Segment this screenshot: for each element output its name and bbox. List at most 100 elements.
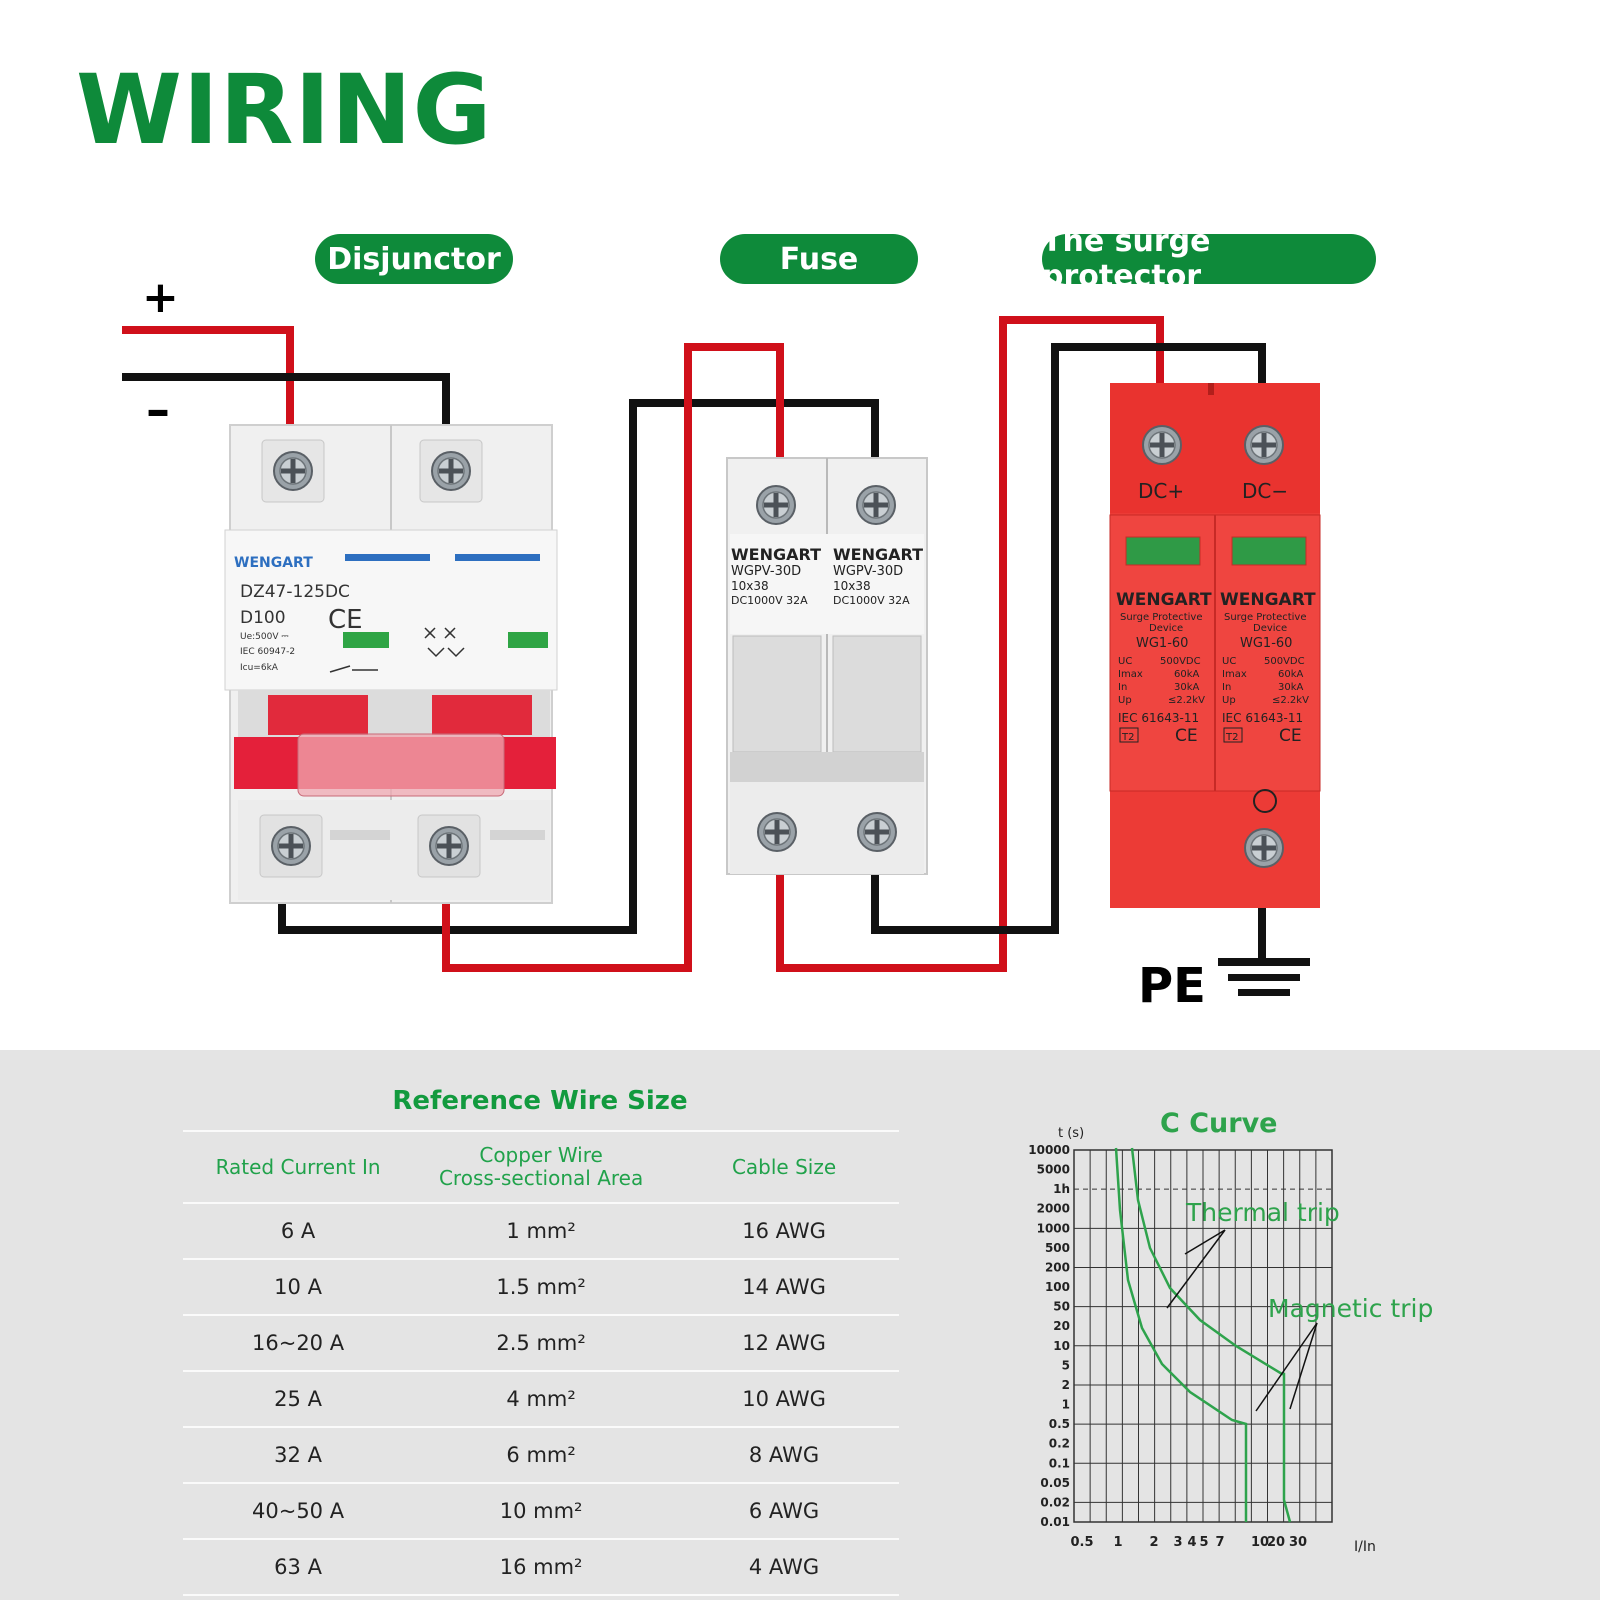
cell-current: 10 A: [183, 1259, 414, 1316]
fuse-rating-left: DC1000V 32A: [731, 594, 808, 607]
x-tick-label: 10: [1251, 1535, 1269, 1550]
spd-spec-key-right: Imax: [1222, 669, 1247, 680]
y-tick-label: 20: [1053, 1319, 1070, 1333]
spd-iec-right: IEC 61643-11: [1222, 711, 1303, 725]
disjunctor-label: Disjunctor: [315, 234, 513, 284]
cell-area: 1.5 mm²: [413, 1259, 670, 1316]
cell-awg: 10 AWG: [669, 1371, 899, 1428]
thermal-trip-label: Thermal trip: [1185, 1198, 1340, 1227]
spd-spec-val-left: 500VDC: [1160, 656, 1201, 667]
y-tick-label: 10000: [1028, 1143, 1070, 1157]
wire-size-table: Rated Current In Copper Wire Cross-secti…: [183, 1130, 899, 1596]
spd-desc2-right: Device: [1253, 623, 1287, 634]
cell-area: 6 mm²: [413, 1427, 670, 1484]
fuse-label: Fuse: [720, 234, 918, 284]
y-tick-label: 0.1: [1049, 1456, 1070, 1470]
spd-brand-left: WENGART: [1116, 590, 1212, 610]
spd-spec-key-left: Up: [1118, 695, 1132, 706]
x-tick-label: 4: [1187, 1535, 1196, 1550]
cell-awg: 14 AWG: [669, 1259, 899, 1316]
wire-fuse-pos-to-spd: [776, 316, 1164, 972]
wiring-diagram: WENGART DZ47-125DC D100 Ue:500V ⎓ IEC 60…: [122, 316, 1321, 1014]
spd-dc-plus-label: DC+: [1138, 479, 1184, 503]
spd-desc1-right: Surge Protective: [1224, 612, 1307, 623]
y-tick-label: 10: [1053, 1339, 1070, 1353]
y-tick-label: 50: [1053, 1300, 1070, 1314]
y-tick-label: 0.02: [1040, 1495, 1070, 1509]
wire-fuse-neg-to-spd: [871, 343, 1266, 934]
wire-table-title: Reference Wire Size: [392, 1086, 688, 1116]
header-cable-size: Cable Size: [669, 1130, 899, 1204]
cell-area: 2.5 mm²: [413, 1315, 670, 1372]
y-tick-label: 1: [1062, 1398, 1070, 1412]
fuse-brand-right: WENGART: [833, 545, 923, 564]
spd-spec-val-left: 30kA: [1174, 682, 1200, 693]
spd-spec-key-right: UC: [1222, 656, 1236, 667]
breaker-icu: Icu=6kA: [240, 663, 279, 673]
x-tick-label: 7: [1215, 1535, 1224, 1550]
y-tick-label: 2: [1062, 1378, 1070, 1392]
magnetic-trip-curve: [1130, 1147, 1292, 1523]
surge-protector: [1109, 383, 1321, 908]
spd-desc1-left: Surge Protective: [1120, 612, 1203, 623]
plus-sign: +: [142, 272, 179, 323]
breaker-ce-mark: CE: [328, 605, 363, 635]
header-rated-current: Rated Current In: [183, 1130, 414, 1204]
header-copper-line2: Cross-sectional Area: [438, 1166, 644, 1190]
spd-spec-key-left: In: [1118, 682, 1127, 693]
cell-current: 63 A: [183, 1539, 414, 1596]
cell-awg: 6 AWG: [669, 1483, 899, 1540]
y-tick-label: 2000: [1037, 1202, 1070, 1216]
minus-sign: –: [146, 382, 170, 438]
cell-area: 10 mm²: [413, 1483, 670, 1540]
c-curve-title: C Curve: [1160, 1108, 1278, 1139]
cell-current: 6 A: [183, 1203, 414, 1260]
x-tick-label: 2: [1149, 1535, 1158, 1550]
spd-iec-left: IEC 61643-11: [1118, 711, 1199, 725]
spd-ce-right: CE: [1279, 726, 1302, 746]
fuse-model-right: WGPV-30D: [833, 564, 903, 579]
x-tick-label: 0.5: [1070, 1535, 1093, 1550]
ground-icon: [1218, 958, 1310, 996]
cell-awg: 12 AWG: [669, 1315, 899, 1372]
fuse-holder: [726, 457, 928, 875]
spd-spec-key-left: UC: [1118, 656, 1132, 667]
spd-ce-left: CE: [1175, 726, 1198, 746]
y-unit-label: t (s): [1058, 1126, 1084, 1141]
spd-spec-key-left: Imax: [1118, 669, 1143, 680]
table-header-row: Rated Current In Copper Wire Cross-secti…: [183, 1130, 899, 1204]
y-tick-label: 1000: [1037, 1221, 1070, 1235]
magnetic-trip-label: Magnetic trip: [1268, 1294, 1433, 1323]
x-tick-label: 30: [1289, 1535, 1307, 1550]
breaker-brand: WENGART: [234, 555, 313, 571]
y-tick-label: 500: [1045, 1241, 1070, 1255]
breaker-iec: IEC 60947-2: [240, 647, 295, 657]
spd-spec-val-right: 60kA: [1278, 669, 1304, 680]
x-tick-label: 3: [1173, 1535, 1182, 1550]
y-tick-label: 200: [1045, 1260, 1070, 1274]
x-tick-label: 1: [1113, 1535, 1122, 1550]
spd-t2-left: T2: [1121, 732, 1134, 743]
spd-spec-key-right: In: [1222, 682, 1231, 693]
breaker-symbol-icon: [329, 627, 465, 673]
y-tick-label: 5000: [1037, 1163, 1070, 1177]
y-tick-label: 0.2: [1049, 1437, 1070, 1451]
breaker-model: DZ47-125DC: [240, 582, 350, 602]
fuse-rating-right: DC1000V 32A: [833, 594, 910, 607]
y-tick-label: 0.05: [1040, 1476, 1070, 1490]
fuse-model-left: WGPV-30D: [731, 564, 801, 579]
cell-awg: 4 AWG: [669, 1539, 899, 1596]
wire-breaker-neg-to-fuse: [278, 399, 879, 934]
fuse-size-left: 10x38: [731, 579, 769, 593]
cell-current: 32 A: [183, 1427, 414, 1484]
fuse-brand-left: WENGART: [731, 545, 821, 564]
breaker-ue: Ue:500V ⎓: [240, 632, 289, 642]
cell-area: 4 mm²: [413, 1371, 670, 1428]
spd-spec-key-right: Up: [1222, 695, 1236, 706]
y-tick-label: 0.01: [1040, 1515, 1070, 1529]
